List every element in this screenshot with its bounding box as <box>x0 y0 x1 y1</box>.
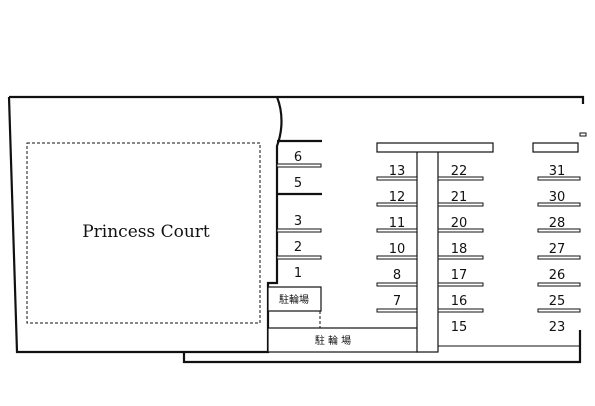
stall-number: 16 <box>451 294 468 309</box>
stall-number: 5 <box>294 176 302 191</box>
building-outline <box>26 142 261 324</box>
stall-number: 13 <box>389 164 406 179</box>
stall-number: 31 <box>549 164 566 179</box>
stall-number: 7 <box>393 294 401 309</box>
stall-number: 28 <box>549 216 566 231</box>
stall-number: 3 <box>294 214 302 229</box>
right-top-bar <box>532 142 579 153</box>
stall-number: 21 <box>451 190 468 205</box>
stall-number: 11 <box>389 216 406 231</box>
left-column-dividers <box>276 139 322 260</box>
stall-number: 2 <box>294 240 302 255</box>
bicycle-parking-large <box>267 327 419 353</box>
stall-number: 17 <box>451 268 468 283</box>
bicycle-parking-large-label: 駐 輪 場 <box>315 334 351 347</box>
center-left-dividers <box>376 176 418 313</box>
right-column-dividers <box>537 176 581 313</box>
building-label: Princess Court <box>82 222 210 242</box>
stall-number: 10 <box>389 242 406 257</box>
stall-number: 1 <box>294 266 302 281</box>
stall-number: 22 <box>451 164 468 179</box>
stall-number: 25 <box>549 294 566 309</box>
center-right-dividers <box>437 176 484 313</box>
center-island <box>416 150 439 353</box>
stall-number: 15 <box>451 320 468 335</box>
stall-number: 23 <box>549 320 566 335</box>
bicycle-parking-small-label: 駐輪場 <box>279 293 309 306</box>
center-top-bar <box>376 142 494 153</box>
stall-number: 6 <box>294 150 302 165</box>
stall-number: 26 <box>549 268 566 283</box>
stall-number: 27 <box>549 242 566 257</box>
stall-number: 20 <box>451 216 468 231</box>
bicycle-parking-small <box>267 286 322 312</box>
right-top-edge-mark <box>579 132 587 137</box>
stall-number: 30 <box>549 190 566 205</box>
stall-number: 8 <box>393 268 401 283</box>
stall-number: 18 <box>451 242 468 257</box>
stall-number: 12 <box>389 190 406 205</box>
